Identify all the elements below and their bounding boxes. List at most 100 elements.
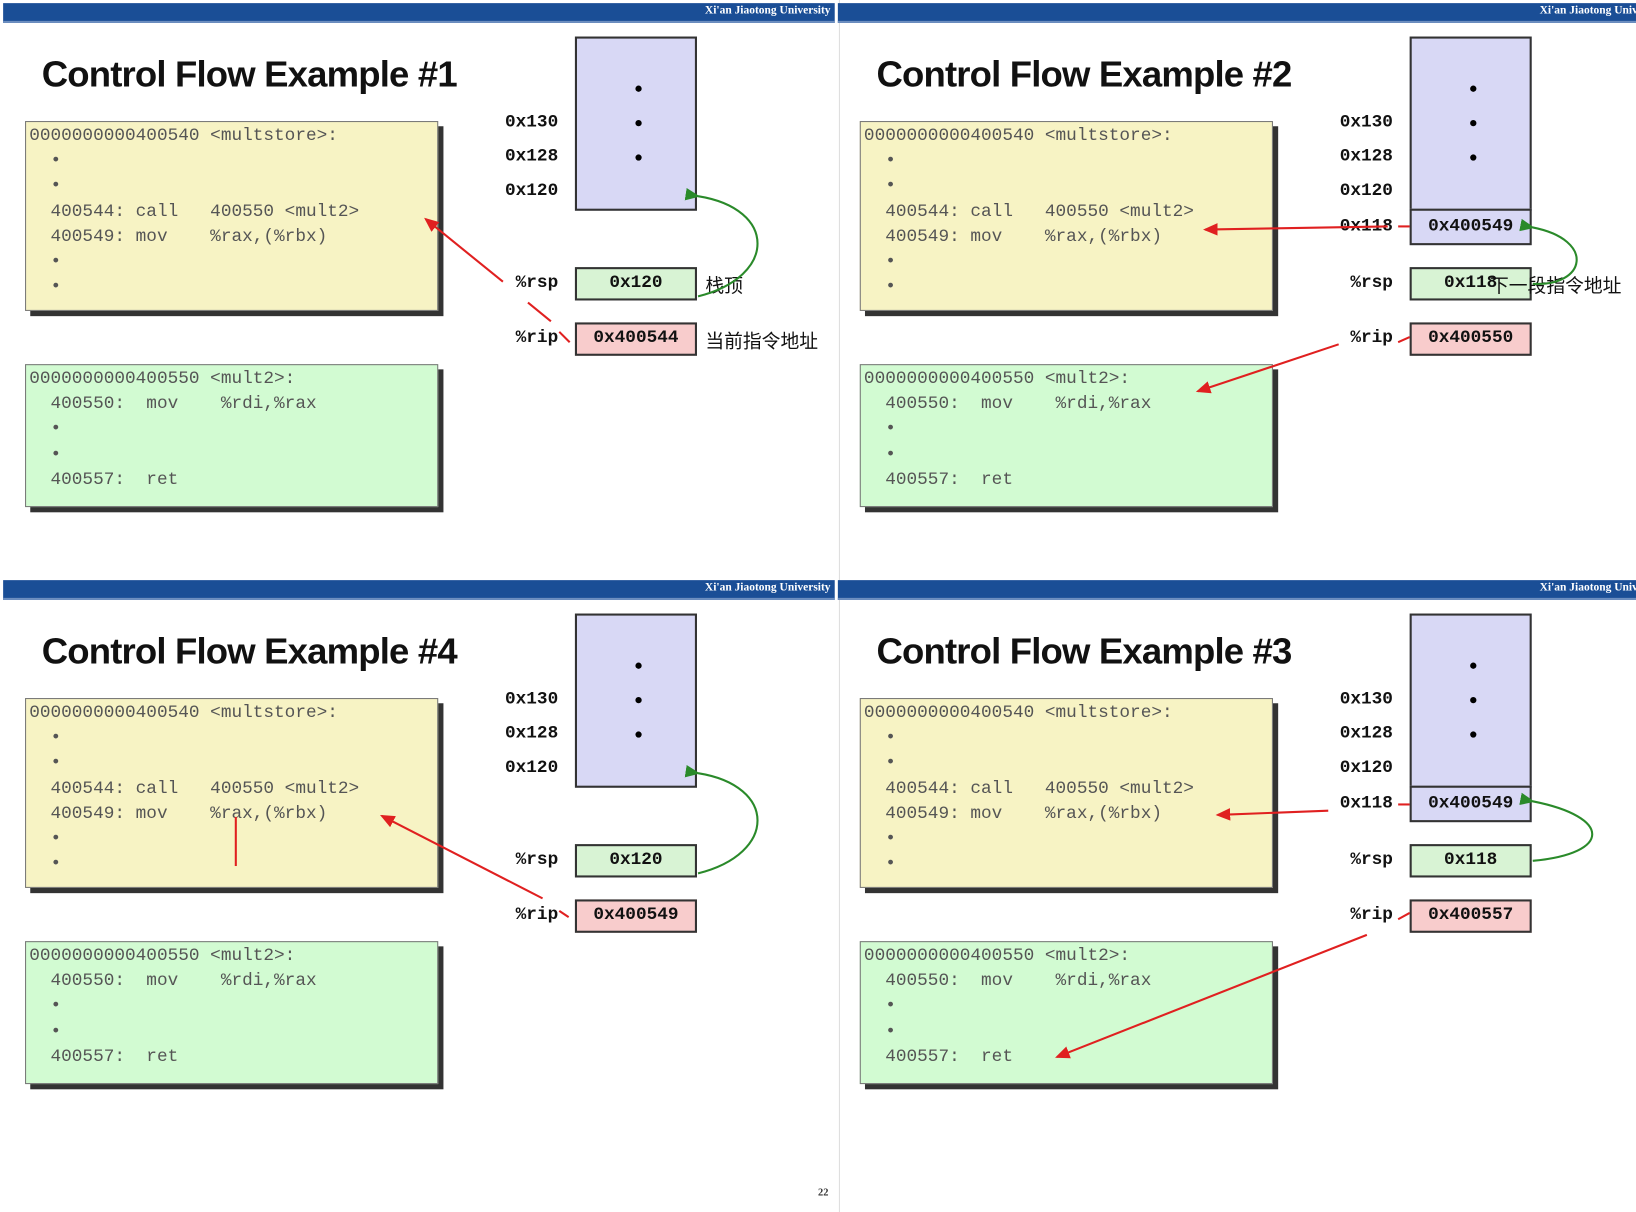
code-line: 400549: mov %rax,(%rbx) bbox=[863, 804, 1162, 825]
code-line: • bbox=[29, 753, 62, 774]
university-name: Xi'an Jiaotong University bbox=[1539, 581, 1636, 594]
ellipsis-dot bbox=[1470, 119, 1477, 127]
code-line: • bbox=[29, 151, 62, 172]
ellipsis-dot bbox=[635, 85, 642, 92]
code-line: • bbox=[863, 728, 896, 749]
rsp-register-label: %rsp bbox=[1350, 273, 1393, 294]
code-line: 400544: call 400550 <mult2> bbox=[863, 778, 1194, 799]
code-line: • bbox=[29, 176, 62, 197]
ellipsis-dot bbox=[635, 696, 642, 704]
ellipsis-dot bbox=[635, 119, 642, 127]
rip-register-label: %rip bbox=[1350, 328, 1393, 349]
code-line: • bbox=[863, 753, 896, 774]
university-name: Xi'an Jiaotong University bbox=[704, 581, 831, 594]
ellipsis-dot bbox=[635, 731, 642, 738]
code-line: 0000000000400540 <multstore>: bbox=[863, 126, 1173, 147]
rip-register-label: %rip bbox=[515, 328, 559, 349]
slide-title: Control Flow Example #1 bbox=[41, 54, 458, 95]
stack-memory bbox=[574, 36, 697, 211]
code-line: 0000000000400550 <mult2>: bbox=[863, 369, 1131, 390]
code-line: 0000000000400540 <multstore>: bbox=[29, 126, 338, 147]
stack-address-label: 0x130 bbox=[504, 689, 559, 710]
code-line: 400544: call 400550 <mult2> bbox=[29, 778, 360, 799]
code-line: 0000000000400550 <mult2>: bbox=[863, 946, 1131, 967]
stack-address-label: 0x128 bbox=[1339, 147, 1393, 167]
caller-code-block: 0000000000400540 <multstore>: • • 400544… bbox=[859, 121, 1273, 311]
rip-value-box: 0x400549 bbox=[574, 899, 697, 933]
ellipsis-dot bbox=[1470, 696, 1477, 704]
code-line: • bbox=[29, 1022, 62, 1042]
code-line: • bbox=[863, 854, 896, 875]
code-line: 400544: call 400550 <mult2> bbox=[863, 201, 1194, 222]
ellipsis-dot bbox=[635, 154, 642, 161]
code-line: • bbox=[29, 419, 62, 440]
slide-title: Control Flow Example #3 bbox=[876, 631, 1292, 672]
code-line: 0000000000400550 <mult2>: bbox=[29, 946, 296, 967]
pointer-arrow bbox=[558, 331, 571, 343]
banner: Xi'an Jiaotong University bbox=[3, 580, 835, 600]
banner: Xi'an Jiaotong University bbox=[3, 3, 835, 23]
code-line: • bbox=[863, 277, 896, 298]
pointer-arrow bbox=[558, 910, 570, 919]
stack-address-label: 0x130 bbox=[1339, 689, 1393, 710]
code-line: • bbox=[863, 176, 896, 197]
slide-title: Control Flow Example #4 bbox=[41, 631, 458, 672]
university-name: Xi'an Jiaotong University bbox=[1539, 4, 1636, 17]
rsp-register-label: %rsp bbox=[1350, 850, 1393, 871]
stack-address-label: 0x130 bbox=[504, 112, 559, 133]
divider bbox=[838, 0, 840, 1212]
caller-code-block: 0000000000400540 <multstore>: • • 400544… bbox=[25, 121, 439, 311]
code-line: • bbox=[863, 1022, 896, 1042]
code-line: • bbox=[29, 728, 62, 749]
callee-code-block: 0000000000400550 <mult2>: 400550: mov %r… bbox=[859, 941, 1273, 1085]
code-line: • bbox=[863, 419, 896, 440]
rip-value-box: 0x400550 bbox=[1409, 322, 1532, 356]
rip-value-box: 0x400544 bbox=[574, 322, 697, 356]
rsp-value-box: 0x118 bbox=[1409, 844, 1532, 878]
callee-code-block: 0000000000400550 <mult2>: 400550: mov %r… bbox=[25, 941, 439, 1085]
page-number: 22 bbox=[818, 1187, 829, 1199]
code-line: 0000000000400550 <mult2>: bbox=[29, 369, 296, 390]
rsp-value-box: 0x118 bbox=[1409, 267, 1532, 301]
stack-address-label: 0x120 bbox=[1339, 181, 1393, 202]
code-line: 400557: ret bbox=[29, 1047, 179, 1068]
banner: Xi'an Jiaotong University bbox=[837, 580, 1636, 600]
code-line: • bbox=[863, 445, 896, 465]
code-line: 400549: mov %rax,(%rbx) bbox=[29, 227, 328, 248]
stack-memory bbox=[1409, 36, 1532, 211]
stack-memory bbox=[574, 613, 697, 788]
code-line: • bbox=[863, 829, 896, 850]
stack-top-cell: 0x400549 bbox=[1409, 208, 1532, 246]
stack-address-label: 0x118 bbox=[1339, 217, 1393, 237]
code-line: • bbox=[29, 252, 62, 273]
code-line: • bbox=[29, 829, 62, 850]
slide-title: Control Flow Example #2 bbox=[876, 54, 1292, 95]
ellipsis-dot bbox=[1470, 85, 1477, 92]
stack-address-label: 0x120 bbox=[504, 758, 559, 779]
stack-address-label: 0x130 bbox=[1339, 112, 1393, 133]
code-line: 400544: call 400550 <mult2> bbox=[29, 201, 360, 222]
stack-pointer-arrow bbox=[1519, 792, 1594, 862]
rsp-register-label: %rsp bbox=[515, 850, 559, 871]
caller-code-block: 0000000000400540 <multstore>: • • 400544… bbox=[25, 698, 439, 888]
rsp-annotation: 栈顶 bbox=[705, 275, 743, 298]
code-line: 0000000000400540 <multstore>: bbox=[29, 703, 338, 724]
code-line: • bbox=[29, 854, 62, 875]
connector-line bbox=[1397, 336, 1411, 344]
code-line: • bbox=[863, 151, 896, 172]
stack-pointer-arrow bbox=[684, 765, 759, 875]
stack-address-label: 0x120 bbox=[1339, 758, 1393, 779]
ellipsis-dot bbox=[635, 662, 642, 669]
code-line: 400549: mov %rax,(%rbx) bbox=[29, 804, 328, 825]
rsp-annotation: 下一段指令地址 bbox=[1489, 275, 1622, 298]
code-line: 400550: mov %rdi,%rax bbox=[29, 971, 317, 992]
code-line: 400550: mov %rdi,%rax bbox=[29, 394, 317, 415]
code-line: • bbox=[863, 996, 896, 1017]
rip-value-box: 0x400557 bbox=[1409, 899, 1532, 933]
pointer-arrow bbox=[527, 301, 552, 323]
stack-address-label: 0x118 bbox=[1339, 794, 1393, 814]
connector-line bbox=[1397, 912, 1411, 921]
